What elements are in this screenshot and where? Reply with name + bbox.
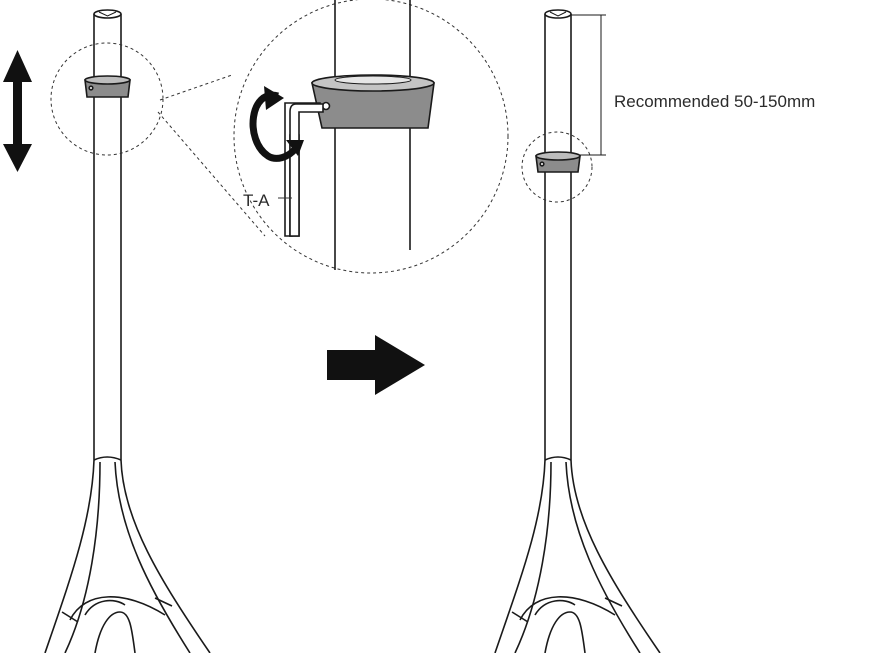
dimension-bracket: [571, 14, 606, 156]
right-stand: [494, 9, 661, 653]
allen-key-icon: [284, 102, 324, 237]
left-stand: [44, 9, 211, 653]
tool-label: T-A: [243, 191, 270, 210]
right-arrow-icon: [327, 335, 425, 395]
right-detail-ring: [521, 131, 593, 203]
double-vertical-arrow-icon: [3, 50, 32, 172]
magnified-detail: T-A: [233, 0, 509, 274]
magnified-collar: [311, 74, 435, 129]
rotate-arrow-icon: [249, 86, 304, 162]
left-detail-ring: [50, 42, 164, 156]
recommended-distance-label: Recommended 50-150mm: [614, 92, 815, 111]
callout-lines: [157, 74, 266, 237]
left-collar: [84, 75, 131, 98]
right-collar: [535, 151, 581, 173]
